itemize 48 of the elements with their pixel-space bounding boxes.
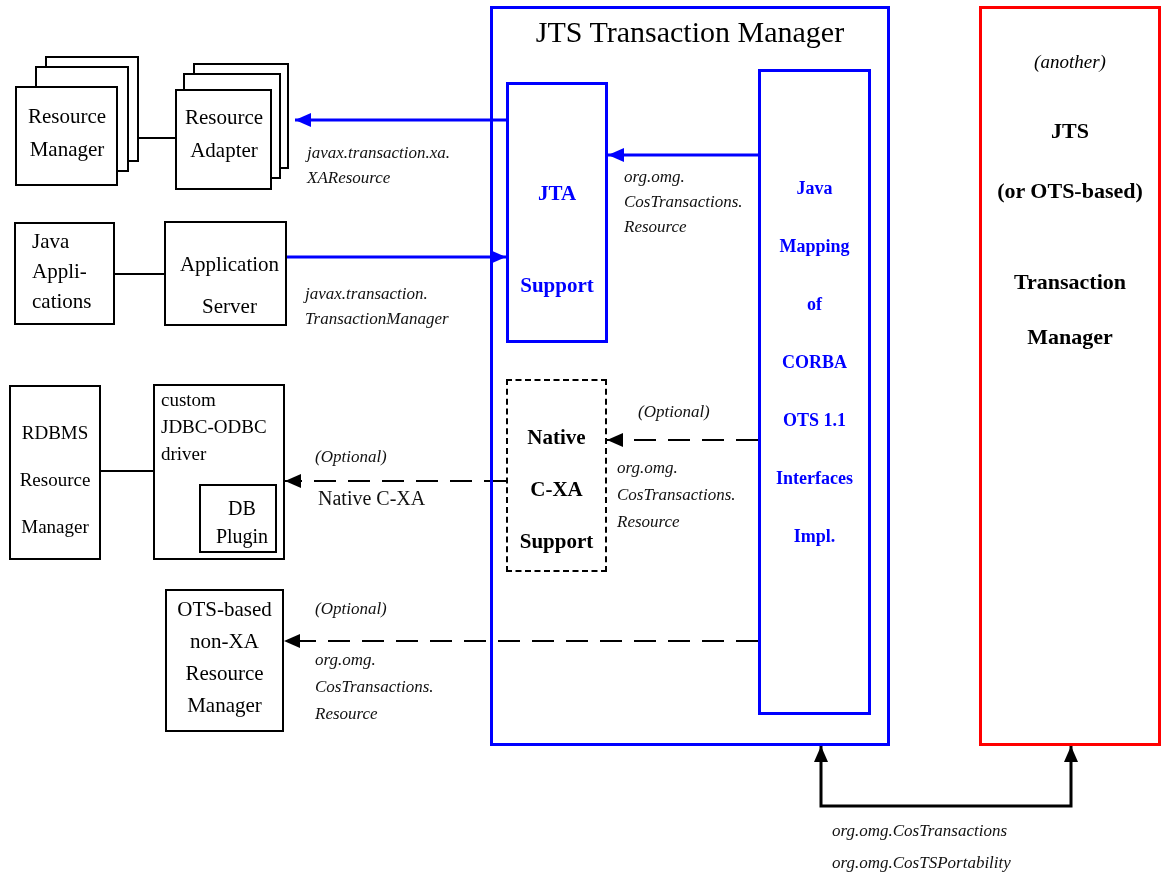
component-box <box>758 69 871 715</box>
process-box <box>164 221 287 326</box>
node-label: (another) <box>1033 50 1107 74</box>
node-label: JTA Support <box>519 180 595 299</box>
node-label: JTS Transaction Manager <box>534 15 846 49</box>
manager-box <box>490 6 890 746</box>
edge-label: (Optional) <box>315 598 388 620</box>
node-label: custom JDBC-ODBC driver <box>161 388 268 466</box>
component-box <box>506 82 608 343</box>
arrow <box>284 474 507 488</box>
connector-line <box>138 137 176 139</box>
transaction-manager-box <box>979 6 1161 746</box>
process-box <box>14 222 115 325</box>
node-label: Application Server <box>178 251 281 320</box>
node-label: Native C-XA Support <box>518 424 595 555</box>
node-label: Resource Manager <box>26 103 108 163</box>
arrow <box>606 433 759 447</box>
node-label: Java Mapping of CORBA OTS 1.1 Interfaces Impl. <box>775 177 854 548</box>
node-label: DB Plugin <box>214 496 270 550</box>
edge-label: (Optional) <box>638 401 711 423</box>
optional-component-box <box>506 379 607 572</box>
arrow <box>295 113 506 127</box>
node-label: Resource Adapter <box>183 104 265 164</box>
node-label: OTS-based non-XA Resource Manager <box>176 596 273 719</box>
stacked-box <box>15 56 139 186</box>
node-label: (or OTS-based) <box>996 177 1144 205</box>
arrow <box>814 746 1078 808</box>
connector-line <box>100 470 154 472</box>
process-box <box>165 589 284 732</box>
interface-label: Native C-XA <box>318 486 427 510</box>
interface-label: org.omg. CosTransactions. Resource <box>617 457 737 533</box>
arrow <box>608 148 758 162</box>
driver-box <box>153 384 285 560</box>
arrow <box>283 634 759 648</box>
edge-label: org.omg.CosTransactions org.omg.CosTSPortability <box>832 820 1012 874</box>
interface-label: org.omg. CosTransactions. Resource <box>315 649 435 725</box>
node-label: RDBMS Resource Manager <box>18 421 92 539</box>
connector-line <box>114 273 165 275</box>
edge-label: javax.transaction. TransactionManager <box>305 283 450 330</box>
edge-label: javax.transaction.xa. XAResource <box>307 142 452 189</box>
plugin-box <box>199 484 277 553</box>
node-label: Transaction Manager <box>1012 268 1127 351</box>
node-label: JTS <box>1050 117 1090 145</box>
edge-label: (Optional) <box>315 446 388 468</box>
arrow <box>287 250 506 264</box>
node-label: Java Appli- cations <box>32 228 92 315</box>
edge-label: org.omg. CosTransactions. Resource <box>624 166 744 238</box>
process-box <box>9 385 101 560</box>
